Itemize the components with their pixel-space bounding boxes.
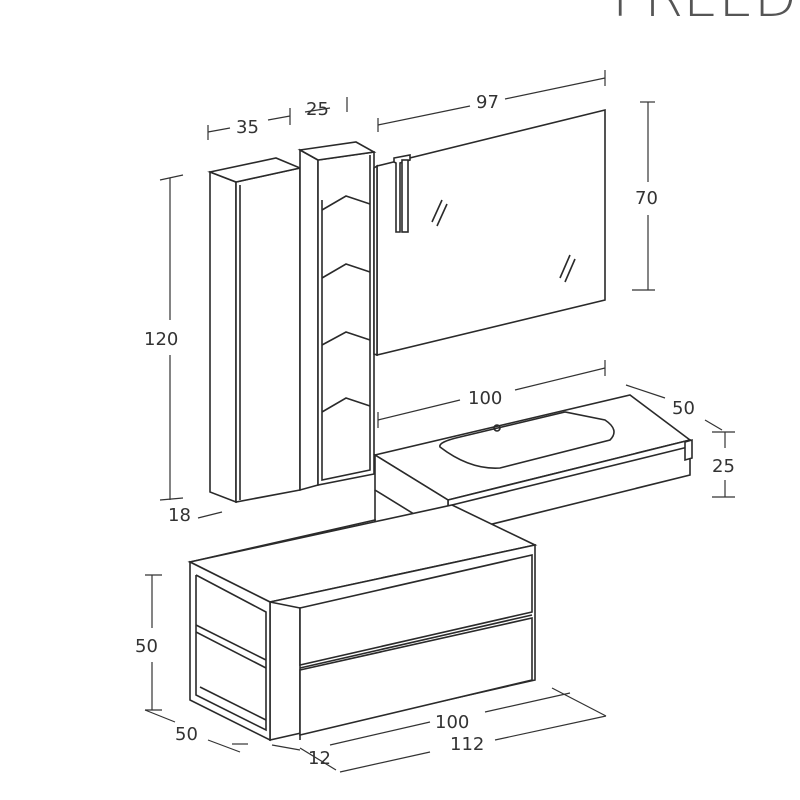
- dim-top-height: 25: [712, 456, 735, 477]
- dim-top-depth: 50: [672, 398, 695, 419]
- dim-mirror-height: 70: [635, 188, 658, 209]
- dim-tall-width: 35: [236, 117, 259, 138]
- tall-cabinet: [207, 157, 303, 504]
- dim-shelf-width: 25: [306, 99, 329, 120]
- shelf-unit: [297, 141, 377, 492]
- dim-tall-depth: 18: [168, 505, 191, 526]
- brand-title: FREEDO: [612, 0, 800, 30]
- dim-total-width: 112: [450, 734, 484, 755]
- dim-base-height: 50: [135, 636, 158, 657]
- dim-tall-height: 120: [144, 329, 178, 350]
- dim-top-width: 100: [468, 388, 502, 409]
- dim-base-depth: 50: [175, 724, 198, 745]
- base-unit: [187, 504, 538, 742]
- dim-mirror-width: 97: [476, 92, 499, 113]
- mirror: [373, 108, 606, 357]
- dim-base-width: 100: [435, 712, 469, 733]
- dim-side-depth: 12: [308, 748, 331, 769]
- dimension-lines: [144, 70, 735, 773]
